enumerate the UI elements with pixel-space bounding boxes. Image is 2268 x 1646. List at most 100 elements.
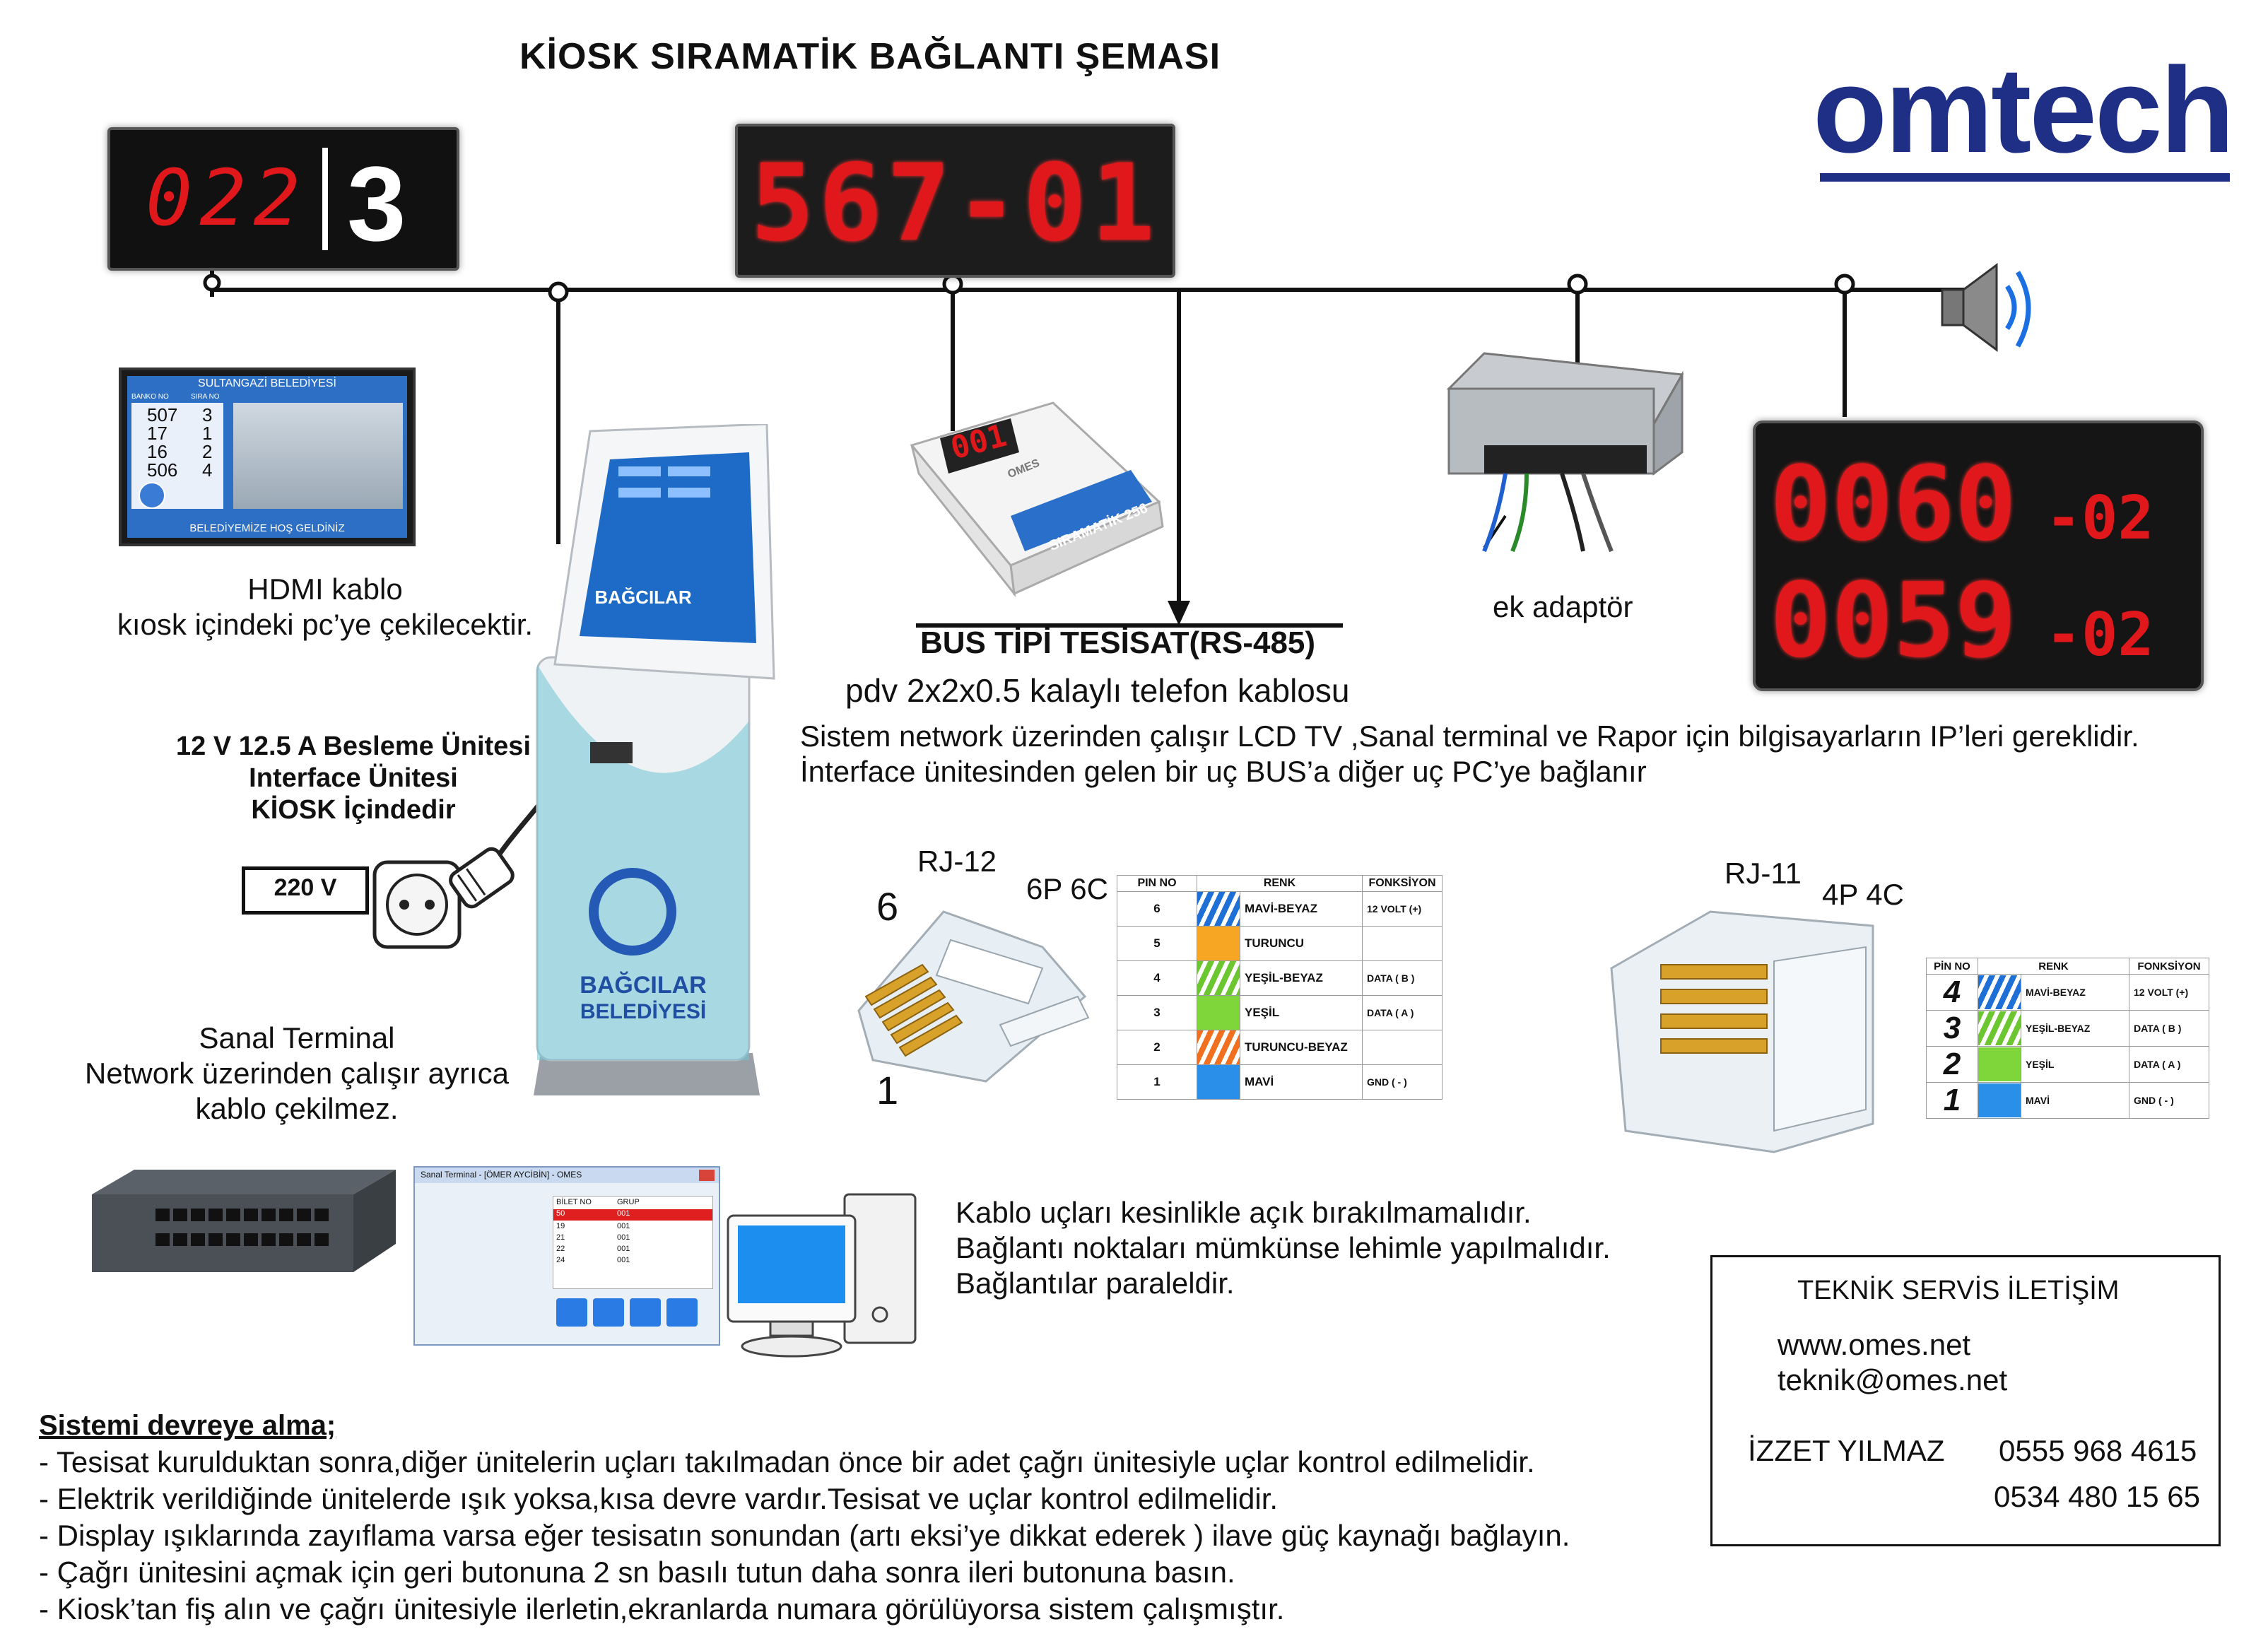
bus-node <box>548 281 569 302</box>
sanal-label-3: kablo çekilmez. <box>195 1092 399 1125</box>
contact-heading: TEKNİK SERVİS İLETİŞİM <box>1797 1276 2120 1305</box>
rj12-func: GND ( - ) <box>1362 1064 1443 1100</box>
wire-swatch-blue <box>1197 1064 1240 1100</box>
sanal-label-1: Sanal Terminal <box>199 1021 395 1054</box>
dual-led-row1-main: 0060 <box>1770 445 2017 564</box>
rj12-func <box>1362 926 1443 961</box>
hdmi-label-2: kıosk içindeki pc’ye çekilecektir. <box>117 608 534 641</box>
clock-icon[interactable] <box>666 1298 698 1327</box>
lcd-table: 507 3 17 1 16 2 506 4 <box>131 403 223 509</box>
dual-led-row1-sub: -02 <box>2045 483 2154 553</box>
rj12-pin: 4 <box>1117 960 1197 996</box>
voltage-box: 220 V <box>242 866 369 915</box>
dual-led-row2-main: 0059 <box>1770 561 2017 681</box>
rj11-header-color: RENK <box>1978 958 2129 975</box>
startup-step: - Tesisat kurulduktan sonra,diğer ünitel… <box>39 1445 1535 1479</box>
rj12-pin-bottom: 1 <box>876 1068 899 1112</box>
startup-step: - Çağrı ünitesini açmak için geri butonu… <box>39 1556 1235 1589</box>
rj12-pin: 3 <box>1117 995 1197 1030</box>
sanal-label-2: Network üzerinden çalışır ayrıca <box>85 1057 509 1090</box>
dual-led-display: 0060 -02 0059 -02 <box>1753 421 2204 691</box>
rj12-pin: 5 <box>1117 926 1197 961</box>
rj12-header-func: FONKSİYON <box>1362 875 1443 892</box>
window-title: Sanal Terminal - [ÖMER AYCİBİN] - OMES <box>421 1170 582 1180</box>
rj11-pin: 3 <box>1926 1010 1978 1047</box>
main-led-display: 567-01 <box>735 124 1175 278</box>
startup-step: - Display ışıklarında zayıflama varsa eğ… <box>39 1519 1570 1552</box>
rj11-func: DATA ( B ) <box>2129 1010 2209 1047</box>
contact-name: İZZET YILMAZ <box>1748 1434 1945 1467</box>
wire-swatch-blue-white <box>1197 891 1240 927</box>
wire-swatch-green <box>1197 995 1240 1030</box>
refresh-icon[interactable] <box>593 1298 624 1327</box>
speaker-icon <box>1941 263 2031 352</box>
kiosk <box>534 424 775 1095</box>
ticket-group: 001 <box>617 1222 630 1230</box>
forward-arrow-icon[interactable] <box>556 1298 587 1327</box>
counter-divider <box>322 148 328 250</box>
network-note-1: Sistem network üzerinden çalışır LCD TV … <box>800 719 2139 753</box>
rj11-pin: 2 <box>1926 1046 1978 1083</box>
wire-swatch-blue <box>1978 1082 2021 1119</box>
power-adapter <box>1446 352 1684 553</box>
network-note-2: İnterface ünitesinden gelen bir uç BUS’a… <box>800 755 1647 788</box>
bus-node <box>942 274 963 295</box>
rj12-func <box>1362 1030 1443 1065</box>
rj12-pin: 6 <box>1117 891 1197 927</box>
sanal-terminal-window: Sanal Terminal - [ÖMER AYCİBİN] - OMES B… <box>413 1166 720 1346</box>
logo-underline <box>1820 173 2230 182</box>
contact-web[interactable]: www.omes.net <box>1778 1328 1971 1361</box>
selected-row-highlight <box>553 1209 712 1221</box>
main-led-text: 567-01 <box>751 142 1159 265</box>
rj11-pin: 1 <box>1926 1082 1978 1119</box>
lcd-col2: SIRA NO <box>191 393 220 401</box>
call-unit <box>910 401 1164 598</box>
hdmi-label-1: HDMI kablo <box>247 572 403 606</box>
adapter-label: ek adaptör <box>1493 590 1633 623</box>
rj11-func: GND ( - ) <box>2129 1082 2209 1119</box>
psu-label-1: 12 V 12.5 A Besleme Ünitesi <box>176 731 531 761</box>
ticket-col-2: GRUP <box>617 1198 640 1206</box>
cable-note-1: Kablo uçları kesinlikle açık bırakılmama… <box>956 1196 1532 1229</box>
lcd-sira: 2 <box>202 441 213 462</box>
lcd-banko: 16 <box>147 441 168 462</box>
lcd-banko: 17 <box>147 423 168 444</box>
close-icon[interactable] <box>699 1170 715 1181</box>
rj11-func: DATA ( A ) <box>2129 1046 2209 1083</box>
rj11-color: YEŞİL <box>2021 1046 2129 1083</box>
rj12-func: DATA ( A ) <box>1362 995 1443 1030</box>
rj11-header-pin: PİN NO <box>1926 958 1978 975</box>
ticket-no: 21 <box>556 1233 565 1242</box>
rj11-color: MAVİ-BEYAZ <box>2021 974 2129 1011</box>
ticket-group: 001 <box>617 1233 630 1242</box>
lcd-tv-screen: SULTANGAZİ BELEDİYESİ BANKO NO SIRA NO 5… <box>127 376 407 538</box>
psu-label-2: Interface Ünitesi <box>249 763 458 793</box>
rj12-color: TURUNCU-BEYAZ <box>1240 1030 1363 1065</box>
wire-swatch-green-white <box>1978 1010 2021 1047</box>
ticket-no: 22 <box>556 1245 565 1253</box>
ticket-table: BİLET NO GRUP 50 001 19 001 21 001 22 00… <box>553 1196 713 1289</box>
rj12-color: MAVİ <box>1240 1064 1363 1100</box>
ticket-no: 24 <box>556 1256 565 1264</box>
rj12-type: 6P 6C <box>1026 872 1108 905</box>
lcd-office-photo <box>233 403 403 509</box>
page-title: KİOSK SIRAMATİK BAĞLANTI ŞEMASI <box>519 36 1221 77</box>
rj12-pin: 1 <box>1117 1064 1197 1100</box>
bus-cable: pdv 2x2x0.5 kalaylı telefon kablosu <box>845 672 1350 709</box>
wire-swatch-green <box>1978 1046 2021 1083</box>
rj11-type: 4P 4C <box>1822 878 1904 911</box>
rj12-pin-top: 6 <box>876 884 899 929</box>
rj12-color: TURUNCU <box>1240 926 1363 961</box>
bus-node <box>203 274 221 292</box>
stop-icon[interactable] <box>630 1298 661 1327</box>
rj12-func: 12 VOLT (+) <box>1362 891 1443 927</box>
rj11-func: 12 VOLT (+) <box>2129 974 2209 1011</box>
dual-led-row2-sub: -02 <box>2045 600 2154 670</box>
contact-phone-1: 0555 968 4615 <box>1999 1434 2197 1467</box>
network-switch <box>92 1170 396 1272</box>
startup-step: - Elektrik verildiğinde ünitelerde ışık … <box>39 1482 1279 1515</box>
power-socket-icon <box>372 847 515 949</box>
contact-email[interactable]: teknik@omes.net <box>1778 1363 2008 1397</box>
rj12-func: DATA ( B ) <box>1362 960 1443 996</box>
